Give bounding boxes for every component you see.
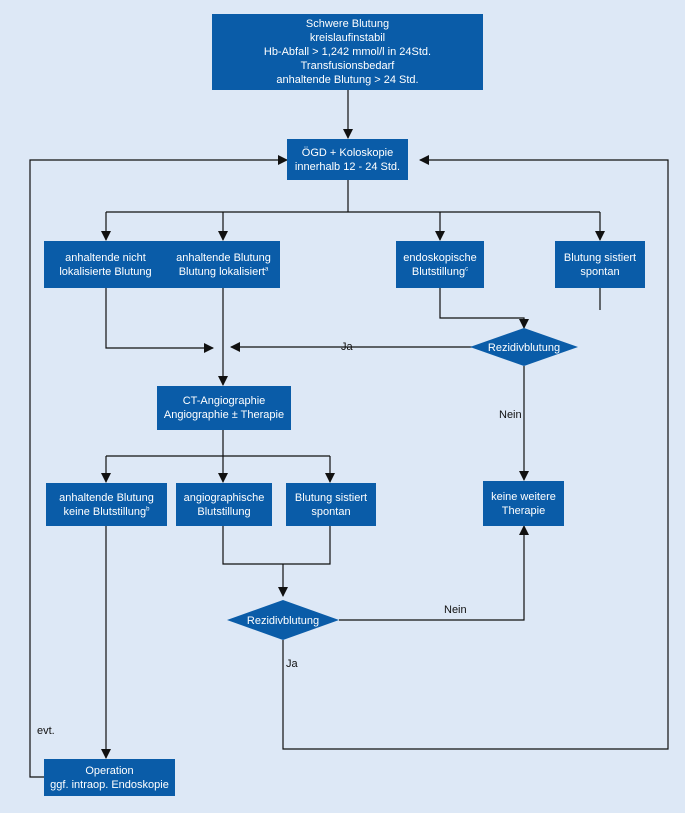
lokal-node: anhaltende Blutung Blutung lokalisierta: [167, 241, 280, 288]
operation-text: Operation ggf. intraop. Endoskopie: [50, 764, 169, 791]
edge-label-ja-bottom: Ja: [286, 658, 298, 670]
lokal-footnote: a: [264, 265, 269, 272]
keine-blutstillung-line2: keine Blutstillung: [63, 505, 147, 518]
edge-label-nein-top: Nein: [499, 409, 522, 421]
operation-node: Operation ggf. intraop. Endoskopie: [44, 759, 175, 796]
edge-rezidiv-bottom-ja: [282, 155, 669, 750]
rezidiv-bottom-label: Rezidivblutung: [247, 615, 319, 627]
keine-blutstillung-line1: anhaltende Blutung: [59, 491, 154, 504]
edge-evt-loop: [29, 155, 288, 778]
keine-blutstillung-text: anhaltende Blutung keine Blutstillungb: [59, 491, 154, 519]
rezidiv-top-label: Rezidivblutung: [488, 342, 560, 354]
keine-blutstillung-footnote: b: [146, 505, 150, 512]
lokal-line1: anhaltende Blutung: [176, 251, 271, 264]
angio-text: angiographische Blutstillung: [183, 491, 265, 518]
rezidiv-top-diamond: [470, 328, 578, 366]
ct-text: CT-Angiographie Angiographie ± Therapie: [163, 395, 285, 421]
edge-oegd-branch-bar: [106, 180, 600, 213]
ct-node: CT-Angiographie Angiographie ± Therapie: [157, 386, 291, 430]
oegd-node: ÖGD + Koloskopie innerhalb 12 - 24 Std.: [287, 139, 408, 180]
edge-ct-branch-bar: [106, 430, 330, 457]
keine-blutstillung-node: anhaltende Blutung keine Blutstillungb: [46, 483, 167, 526]
angio-node: angiographische Blutstillung: [176, 483, 272, 526]
nicht-lokal-node: anhaltende nicht lokalisierte Blutung: [44, 241, 167, 288]
endo-line2: Blutstillung: [411, 265, 466, 278]
endo-footnote: c: [465, 265, 469, 272]
endo-node: endoskopische Blutstillungc: [396, 241, 484, 288]
keine-therapie-node: keine weitere Therapie: [483, 481, 564, 526]
sistiert-top-node: Blutung sistiert spontan: [555, 241, 645, 288]
edge-endo-to-rezidiv: [439, 288, 529, 329]
lokal-line2: Blutung lokalisiert: [178, 265, 265, 278]
keine-therapie-text: keine weitere Therapie: [491, 490, 556, 517]
edge-label-ja-top: Ja: [341, 341, 353, 353]
edge-angio-sistiert-join: [222, 526, 331, 596]
sistiert-mid-text: Blutung sistiert spontan: [294, 491, 368, 518]
edge-nicht-lokal-merge: [105, 288, 214, 353]
endo-text: endoskopische Blutstillungc: [403, 251, 476, 279]
rezidiv-bottom-diamond: [227, 600, 339, 640]
start-node-text: Schwere Blutung kreislaufinstabil Hb-Abf…: [263, 18, 432, 86]
edge-label-evt: evt.: [37, 725, 55, 737]
sistiert-mid-node: Blutung sistiert spontan: [286, 483, 376, 526]
sistiert-top-text: Blutung sistiert spontan: [563, 251, 637, 278]
start-node: Schwere Blutung kreislaufinstabil Hb-Abf…: [212, 14, 483, 90]
edge-label-nein-bottom: Nein: [444, 604, 467, 616]
edge-rezidiv-bottom-nein: [339, 525, 529, 621]
oegd-node-text: ÖGD + Koloskopie innerhalb 12 - 24 Std.: [294, 146, 401, 173]
lokal-text: anhaltende Blutung Blutung lokalisierta: [176, 251, 271, 279]
nicht-lokal-text: anhaltende nicht lokalisierte Blutung: [59, 251, 152, 278]
endo-line1: endoskopische: [403, 251, 477, 264]
